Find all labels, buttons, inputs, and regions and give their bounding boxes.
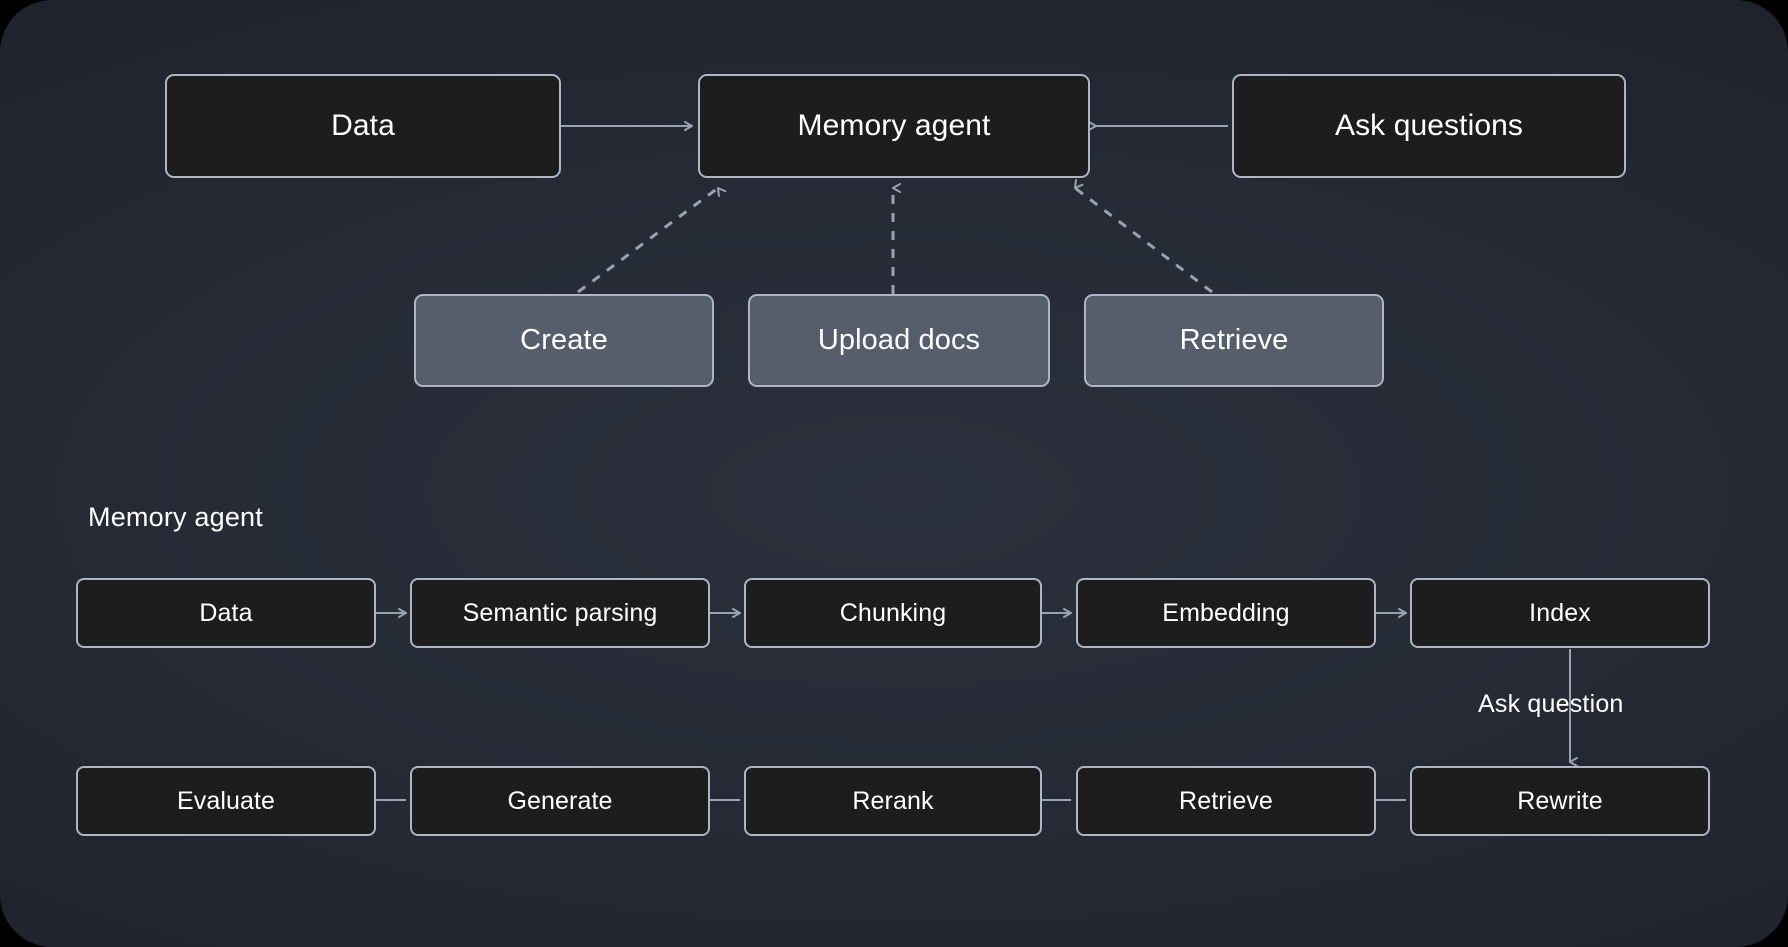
node-pipeline-semantic-parsing[interactable]: Semantic parsing	[410, 578, 710, 648]
node-label: Chunking	[839, 598, 947, 627]
node-label: Upload docs	[817, 324, 981, 356]
node-pipeline-rerank[interactable]: Rerank	[744, 766, 1042, 836]
pipeline-section-title: Memory agent	[88, 502, 263, 532]
node-create[interactable]: Create	[414, 294, 714, 387]
node-upload-docs[interactable]: Upload docs	[748, 294, 1050, 387]
node-label: Semantic parsing	[462, 598, 658, 627]
node-label: Evaluate	[176, 786, 276, 815]
node-label: Index	[1529, 598, 1591, 627]
node-label: Memory agent	[797, 109, 991, 142]
node-label: Retrieve	[1179, 786, 1273, 815]
node-label: Data	[331, 109, 395, 142]
node-data[interactable]: Data	[165, 74, 561, 178]
node-label: Data	[199, 598, 253, 627]
node-memory-agent[interactable]: Memory agent	[698, 74, 1090, 178]
node-retrieve[interactable]: Retrieve	[1084, 294, 1384, 387]
node-pipeline-data[interactable]: Data	[76, 578, 376, 648]
node-ask-questions[interactable]: Ask questions	[1232, 74, 1626, 178]
node-pipeline-rewrite[interactable]: Rewrite	[1410, 766, 1710, 836]
node-pipeline-embedding[interactable]: Embedding	[1076, 578, 1376, 648]
node-pipeline-evaluate[interactable]: Evaluate	[76, 766, 376, 836]
node-pipeline-index[interactable]: Index	[1410, 578, 1710, 648]
node-label: Rerank	[852, 786, 934, 815]
node-label: Embedding	[1162, 598, 1290, 627]
node-label: Rewrite	[1517, 786, 1603, 815]
edge-create-to-memory-agent	[577, 186, 727, 294]
node-label: Ask questions	[1334, 109, 1524, 142]
node-label: Retrieve	[1179, 324, 1289, 356]
node-pipeline-generate[interactable]: Generate	[410, 766, 710, 836]
edge-label-ask-question: Ask question	[1478, 690, 1624, 718]
node-label: Create	[520, 324, 608, 356]
edge-retrieve-to-memory-agent	[1074, 179, 1213, 294]
node-pipeline-chunking[interactable]: Chunking	[744, 578, 1042, 648]
node-label: Generate	[507, 786, 613, 815]
node-pipeline-retrieve[interactable]: Retrieve	[1076, 766, 1376, 836]
